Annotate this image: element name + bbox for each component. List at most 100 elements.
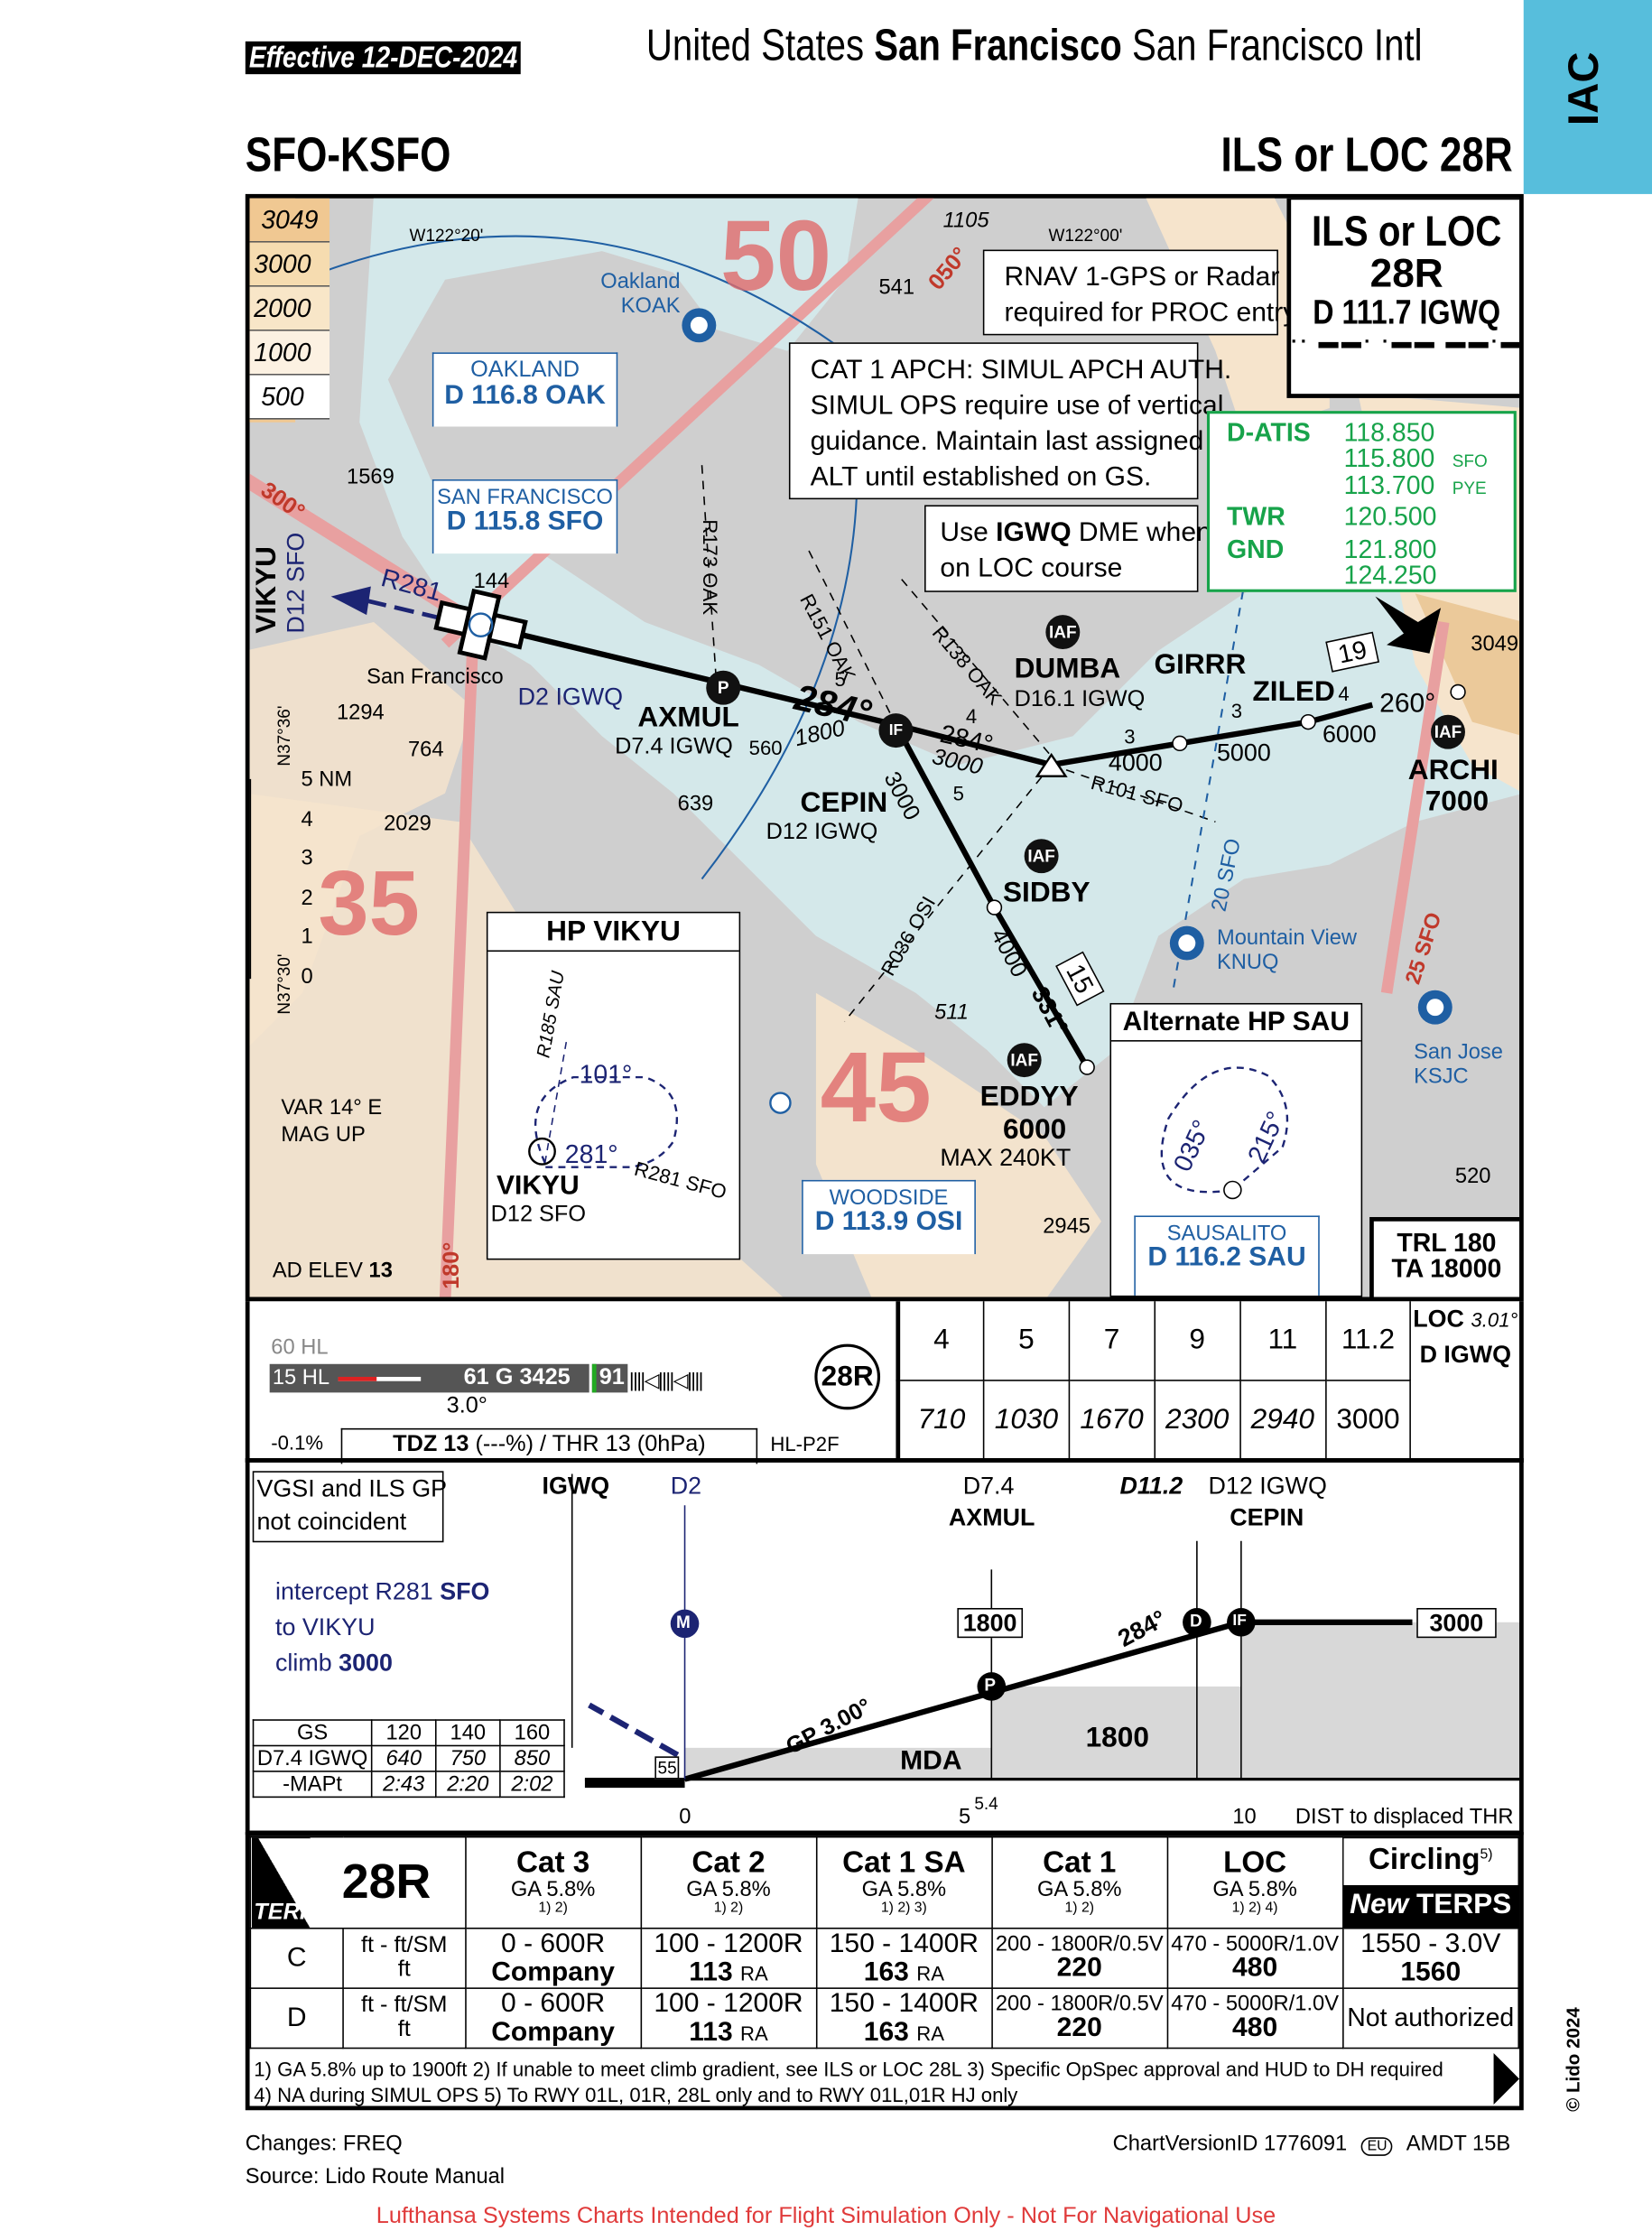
copyright: © Lido 2024 xyxy=(1562,2007,1584,2112)
minimum-visibility: 470 - 5000R/1.0V xyxy=(1171,1931,1340,1957)
dme-altitude: 1670 xyxy=(1069,1380,1155,1459)
airport-name: Mountain View xyxy=(1216,925,1358,951)
column-notes: 1) 2) 4) xyxy=(1231,1901,1278,1917)
note-text: IGWQ xyxy=(996,517,1072,548)
comm-frequency: 120.500 xyxy=(1343,502,1437,531)
unit-line: ft xyxy=(397,1957,411,1982)
minimum-altitude: Company xyxy=(491,2016,616,2047)
comm-frequency: 115.800 xyxy=(1343,443,1435,473)
fix-name-eddyy: EDDYY xyxy=(979,1081,1079,1113)
dme-distance: 7 xyxy=(1069,1301,1155,1380)
iaf-badge: IAF xyxy=(1431,714,1465,749)
groundspeed-table: GS 120 140 160 D7.4 IGWQ 640 750 850 -MA… xyxy=(252,1719,565,1799)
minimum-ra: RA xyxy=(916,2021,944,2044)
msa-sector-altitude: 50 xyxy=(720,200,832,311)
leg-altitude: 5000 xyxy=(1216,739,1271,767)
iaf-badge: IAF xyxy=(1007,1043,1042,1078)
spot-elevation: 2029 xyxy=(384,812,432,837)
aircraft-category: C xyxy=(249,1927,344,1989)
ad-elev-label: AD ELEV xyxy=(272,1258,369,1283)
gs-time: 2:02 xyxy=(499,1771,565,1799)
runway-dimensions: 61 G 3425 xyxy=(463,1365,571,1390)
airport-name: Oakland xyxy=(600,269,681,294)
leg-distance: 3 xyxy=(1124,724,1136,748)
gs-header: 140 xyxy=(434,1719,501,1747)
eu-badge: EU xyxy=(1361,2137,1393,2156)
inset-title: HP VIKYU xyxy=(487,913,739,953)
scale-label: 5 NM xyxy=(301,767,353,793)
chart-type-tab[interactable]: IAC xyxy=(1523,0,1652,194)
spot-elevation: 1105 xyxy=(942,208,989,233)
dme-label-d2: D2 IGWQ xyxy=(517,683,624,711)
inset-title: Alternate HP SAU xyxy=(1111,1005,1361,1042)
minimum-visibility: 470 - 5000R/1.0V xyxy=(1171,1991,1340,2016)
minimum-altitude: 1560 xyxy=(1400,1957,1462,1987)
navaid-name: OAKLAND xyxy=(470,358,580,383)
gs-rate: 640 xyxy=(370,1744,437,1772)
column-ga: GA 5.8% xyxy=(510,1878,596,1903)
comm-name: D-ATIS xyxy=(1227,418,1311,447)
note-line: required for PROC entry xyxy=(1004,298,1297,329)
spot-elevation: 1569 xyxy=(347,465,394,490)
note-line: guidance. Maintain last assigned xyxy=(810,426,1204,457)
continue-arrow-icon[interactable] xyxy=(1493,2053,1520,2105)
missed-approach-text: intercept R281 SFO to VIKYU climb 3000 xyxy=(275,1574,489,1681)
holding-fix-distance: D12 SFO xyxy=(490,1203,587,1228)
leg-distance: 3 xyxy=(1230,699,1243,722)
missed-text: 3000 xyxy=(339,1649,393,1677)
airport-name: San Jose xyxy=(1414,1040,1503,1064)
gs-rate: 750 xyxy=(434,1744,501,1772)
tch-box: 55 xyxy=(654,1756,680,1780)
ad-elev-value: 13 xyxy=(368,1258,393,1283)
navaid-frequency: D 116.8 OAK xyxy=(444,380,606,412)
holding-fix: VIKYU xyxy=(496,1171,580,1202)
column-name: Cat 1 xyxy=(1043,1846,1117,1880)
airport-name: San Francisco Intl xyxy=(1132,20,1423,70)
dme-altitude-table: 4 5 7 9 11 11.2 LOC 3.01° D IGWQ 710 103… xyxy=(896,1301,1519,1459)
tdz-elevation: TDZ 13 xyxy=(393,1432,469,1457)
leg-distance: 4 xyxy=(965,704,978,728)
spot-elevation: 560 xyxy=(748,736,783,759)
loc-angle: 3.01° xyxy=(1471,1308,1518,1332)
dme-altitude: 1030 xyxy=(983,1380,1071,1459)
note-text: Use xyxy=(940,517,997,548)
note-igwq-dme: Use IGWQ DME when on LOC course xyxy=(924,505,1211,592)
footnote-line: 4) NA during SIMUL OPS 5) To RWY 01L, 01… xyxy=(254,2083,1018,2106)
fix-name-girrr: GIRRR xyxy=(1154,649,1247,681)
comm-frequency: 121.800 xyxy=(1343,534,1437,564)
gs-row-label: D7.4 IGWQ xyxy=(252,1744,373,1772)
chart-type-label: IAC xyxy=(1560,51,1608,126)
fix-name-axmul: AXMUL xyxy=(637,702,739,734)
dme-distance: 5 xyxy=(983,1301,1071,1380)
plan-view: 3049 3000 2000 1000 500 50 35 45 050° 30… xyxy=(245,193,1524,1302)
holding-inbound-course: 101° xyxy=(579,1060,633,1089)
unit-line: ft - ft/SM xyxy=(360,1993,448,2018)
navaid-name: SAUSALITO xyxy=(1166,1221,1287,1246)
dme-distance: 11.2 xyxy=(1325,1301,1412,1380)
gs-row-label: -MAPt xyxy=(252,1771,373,1799)
fix-distance-cepin: D12 IGWQ xyxy=(766,820,878,845)
leg-altitude: 4000 xyxy=(1108,748,1163,776)
comm-frequency-tag: SFO xyxy=(1452,451,1488,471)
longitude-label: W122°20' xyxy=(409,225,484,246)
version-id: ChartVersionID 1776091 xyxy=(1112,2131,1348,2156)
minimum-visibility: 0 - 600R xyxy=(501,1928,606,1959)
missed-text: to VIKYU xyxy=(274,1613,376,1641)
runway-cell: 28R TERPs xyxy=(249,1836,467,1929)
longitude-label: W122°00' xyxy=(1048,225,1123,246)
fix-altitude-eddyy: 6000 xyxy=(1002,1114,1067,1146)
profile-label-axmul: AXMUL xyxy=(948,1503,1035,1531)
